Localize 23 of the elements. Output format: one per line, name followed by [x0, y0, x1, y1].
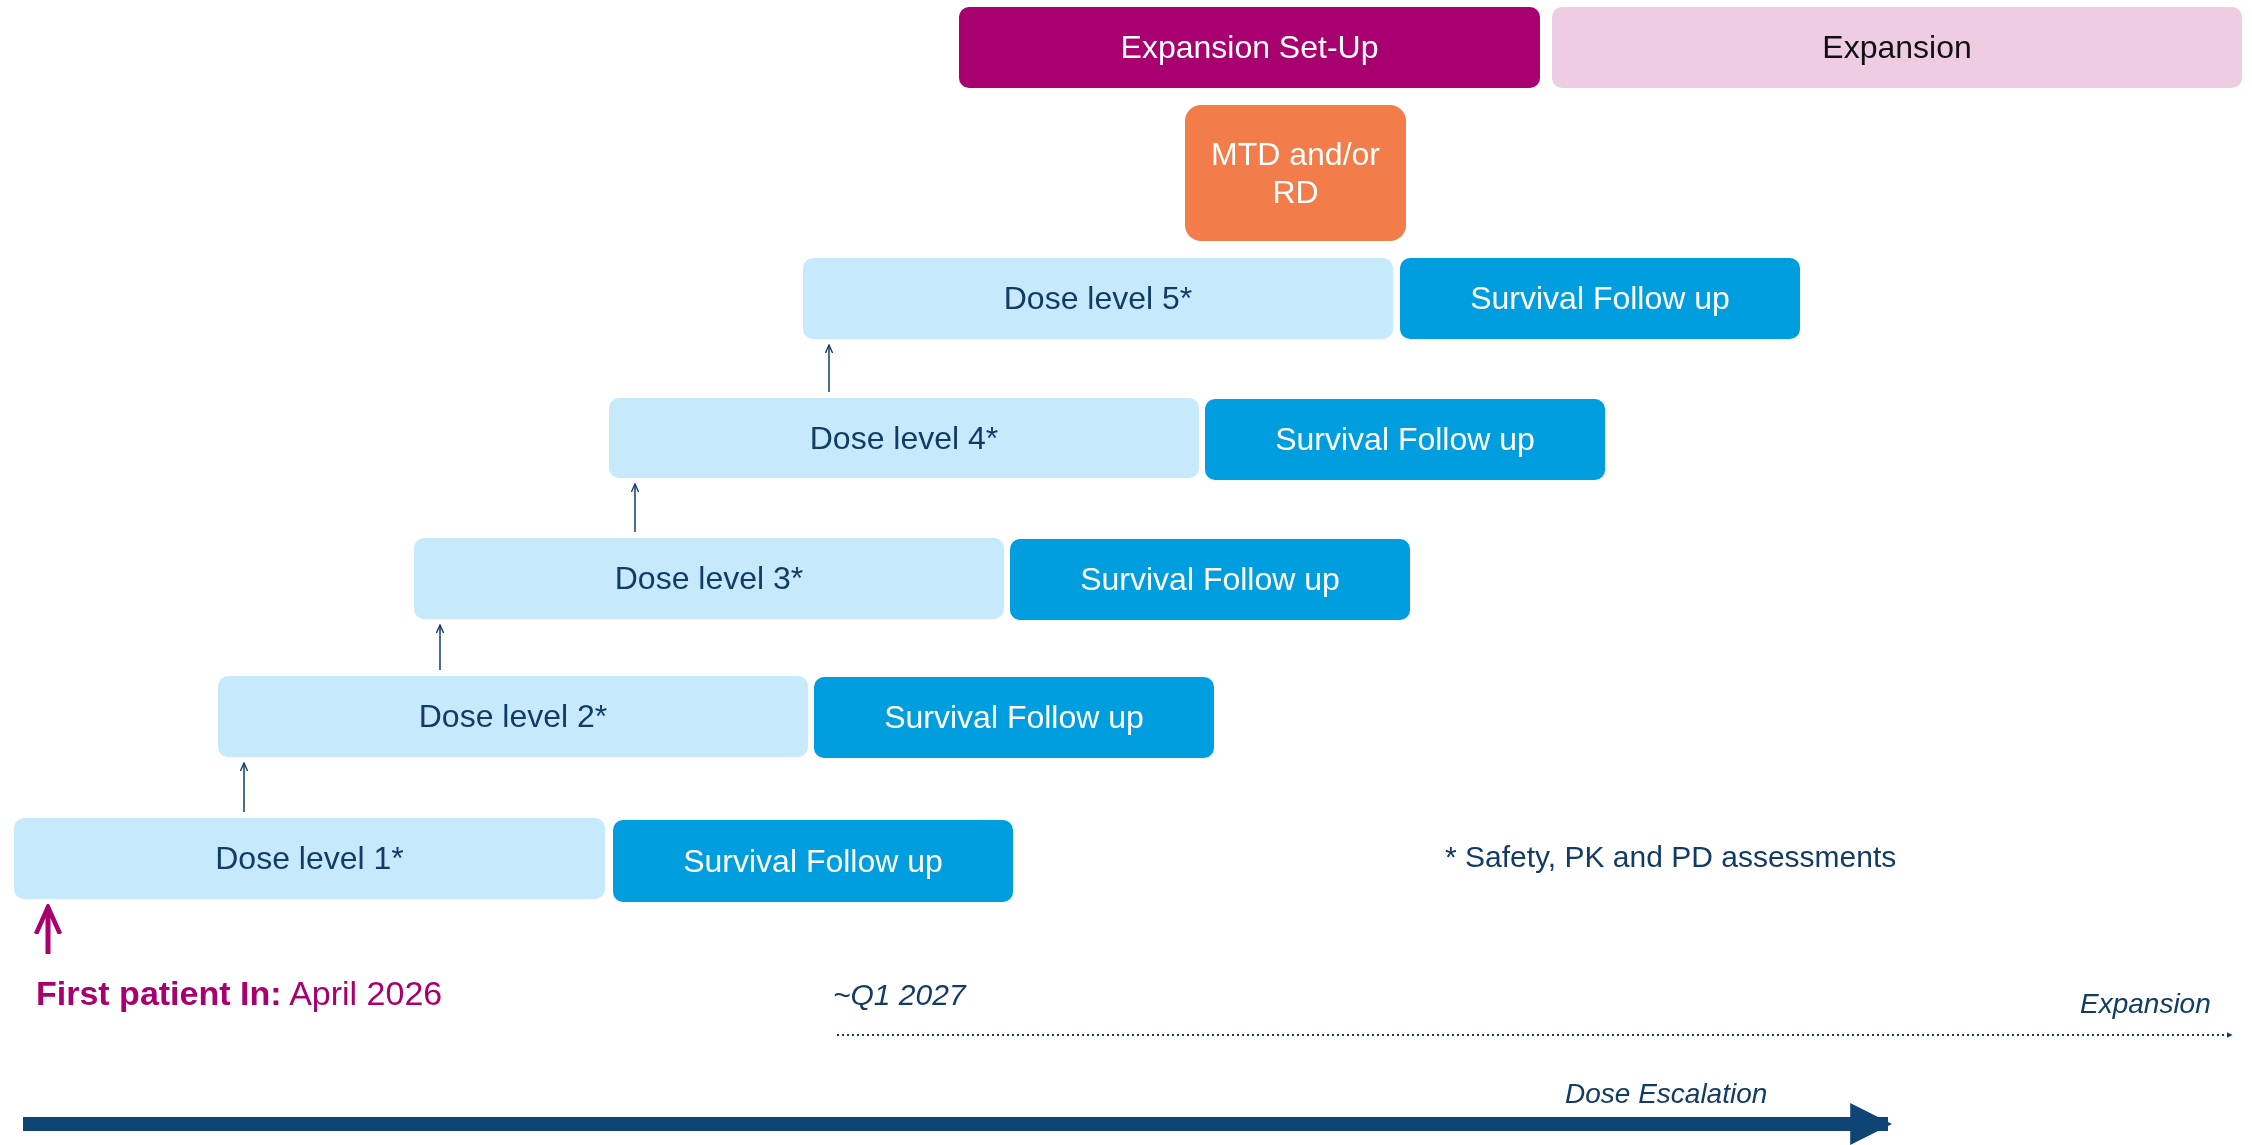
phase-bar: Expansion Set-Up	[959, 7, 1540, 88]
date-label: ~Q1 2027	[833, 978, 966, 1012]
milestone-box: MTD and/or RD	[1185, 105, 1406, 241]
arrow	[630, 483, 640, 533]
dose-level-bar: Dose level 5*	[803, 258, 1393, 339]
dose-level-bar: Dose level 3*	[414, 538, 1004, 619]
dose-level-bar: Dose level 2*	[218, 676, 808, 757]
follow-up-bar: Survival Follow up	[1010, 539, 1410, 620]
axis-label: Expansion	[2080, 988, 2211, 1020]
follow-up-bar: Survival Follow up	[1205, 399, 1605, 480]
dose-level-bar: Dose level 4*	[609, 398, 1199, 478]
arrow	[435, 624, 445, 671]
axis-label: Dose Escalation	[1565, 1078, 1768, 1110]
follow-up-bar: Survival Follow up	[814, 677, 1214, 758]
follow-up-bar: Survival Follow up	[613, 820, 1013, 902]
footnote: * Safety, PK and PD assessments	[1445, 840, 1897, 874]
arrow	[239, 762, 249, 813]
milestone-text: First patient In: April 2026	[36, 968, 516, 1018]
arrow	[824, 344, 834, 393]
follow-up-bar: Survival Follow up	[1400, 258, 1800, 339]
arrow	[33, 904, 63, 954]
phase-bar: Expansion	[1552, 7, 2242, 88]
dose-level-bar: Dose level 1*	[14, 818, 605, 899]
